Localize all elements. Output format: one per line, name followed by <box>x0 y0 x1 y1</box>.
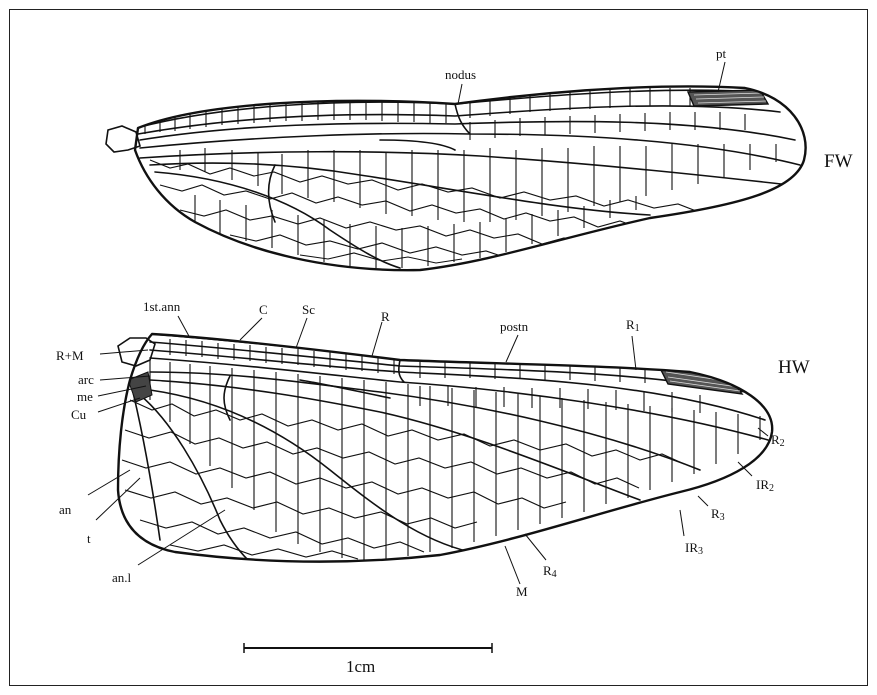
label-ir3: IR3 <box>685 540 703 557</box>
scale-bar-label: 1cm <box>346 657 375 676</box>
label-c: C <box>259 302 268 317</box>
label-postn: postn <box>500 319 529 334</box>
label-hw: HW <box>778 357 810 378</box>
label-cu: Cu <box>71 407 87 422</box>
forewing: nodus pt FW <box>106 46 853 270</box>
label-r: R <box>381 309 390 324</box>
label-arc: arc <box>78 372 94 387</box>
label-sc: Sc <box>302 302 315 317</box>
label-1st-ann: 1st.ann <box>143 299 181 314</box>
label-pt: pt <box>716 46 727 61</box>
scale-bar: 1cm <box>244 643 492 676</box>
label-ir2: IR2 <box>756 477 774 494</box>
label-an: an <box>59 502 72 517</box>
hindwing: 1st.ann C Sc R postn R1 R+M arc me Cu an… <box>56 299 810 599</box>
label-me: me <box>77 389 93 404</box>
label-r1: R1 <box>626 317 640 334</box>
label-r3: R3 <box>711 506 725 523</box>
label-an-l: an.l <box>112 570 132 585</box>
label-fw: FW <box>824 151 853 172</box>
label-nodus: nodus <box>445 67 476 82</box>
hindwing-label-leaders <box>88 316 768 584</box>
label-r2: R2 <box>771 432 785 449</box>
nodus-leader <box>458 84 462 104</box>
label-m: M <box>516 584 528 599</box>
label-t: t <box>87 531 91 546</box>
hindwing-venation <box>122 334 768 560</box>
label-r-plus-m: R+M <box>56 348 84 363</box>
label-r4: R4 <box>543 563 557 580</box>
